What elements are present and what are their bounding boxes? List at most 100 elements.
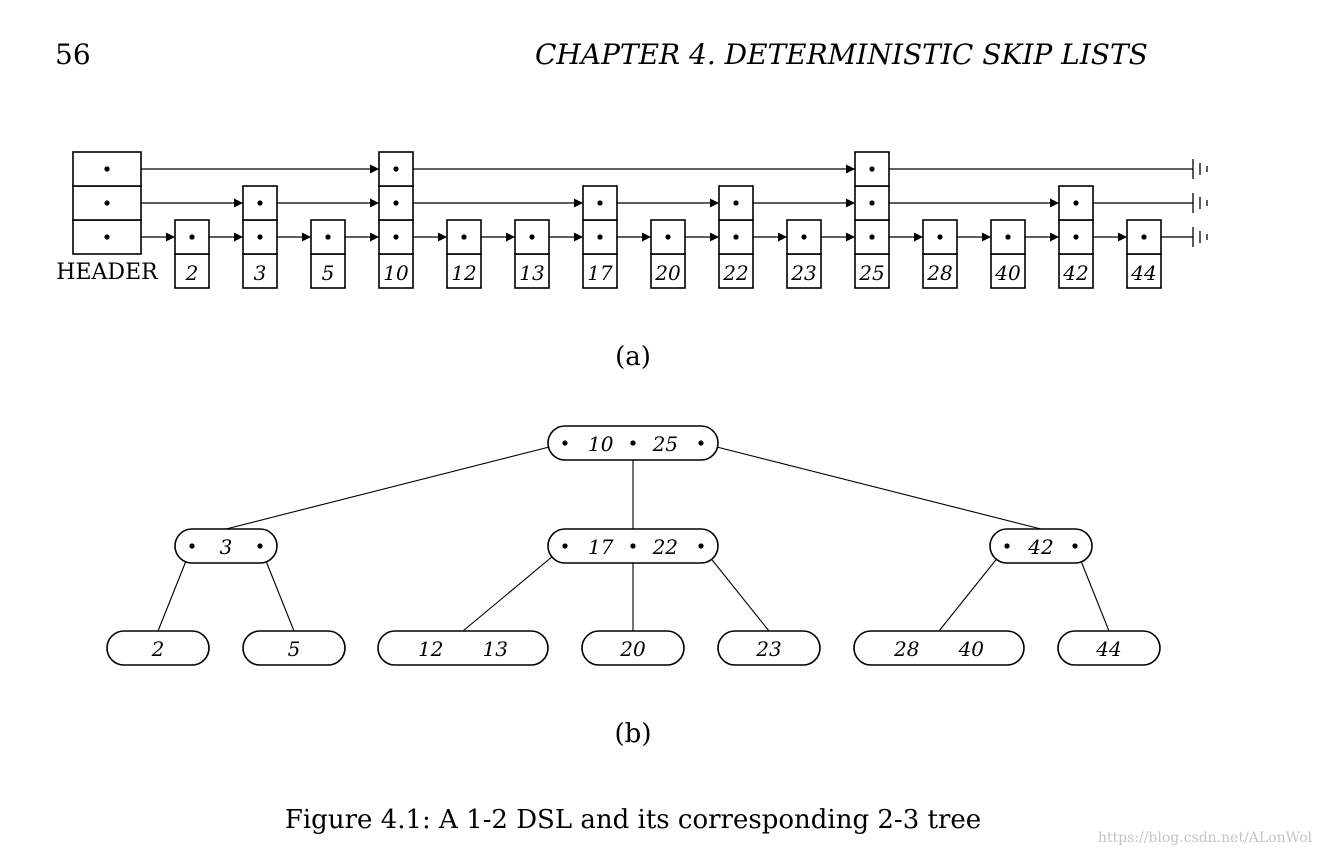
skip-list-node: 13 [514,219,550,289]
pointer-dot [869,166,875,172]
skip-list-node: 10 [378,151,414,289]
node-key: 10 [588,432,614,456]
node-key: 12 [451,261,476,285]
node-key: 10 [383,261,409,285]
running-head: CHAPTER 4. DETERMINISTIC SKIP LISTS [535,38,1148,71]
node-key: 42 [1062,261,1088,285]
node-key-cell [310,253,346,289]
pointer-dot [189,234,195,240]
header-label: HEADER [56,260,159,285]
tree-edge [700,442,1042,530]
node-key-cell [582,253,618,289]
pointer-dot [1004,543,1010,549]
node-key: 23 [790,261,816,285]
node-key: 2 [185,261,199,285]
pointer-dot [801,234,807,240]
skip-list-node: 23 [786,219,822,289]
tree-leaf-node: 44 [1057,630,1161,666]
watermark: https://blog.csdn.net/ALonWol [1098,830,1313,846]
node-key: 12 [418,637,443,661]
pointer-dot [104,234,110,240]
node-key: 25 [652,432,678,456]
node-key: 28 [926,261,952,285]
node-key: 13 [483,637,508,661]
pointer-dot [1141,234,1147,240]
pointer-dot [869,234,875,240]
skip-list-node: 5 [310,219,346,289]
node-key: 44 [1095,637,1121,661]
skip-list-node: 2 [174,219,210,289]
tree-leaf-node: 2 [106,630,210,666]
node-key-cell [174,253,210,289]
page-number: 56 [55,38,91,71]
tree-leaf-node: 23 [717,630,821,666]
nil-ground-icon [1192,159,1208,179]
node-outline [1057,630,1161,666]
node-key: 22 [652,535,678,559]
node-outline [581,630,685,666]
node-key: 40 [958,637,985,661]
skip-list-header: HEADER [56,151,159,285]
pointer-dot [733,234,739,240]
node-key-cell [650,253,686,289]
tree-edge [462,545,566,632]
node-key: 2 [151,637,165,661]
pointer-dot [1005,234,1011,240]
node-key: 13 [519,261,544,285]
tree-leaf-node: 12 13 [377,630,549,666]
skip-list-node: 28 [922,219,958,289]
node-key: 3 [254,261,267,285]
node-key-cell [242,253,278,289]
tree-leaf-node: 20 [581,630,685,666]
tree-edge [700,545,770,632]
skip-list-node: 3 [242,185,278,289]
node-key: 22 [722,261,748,285]
node-outline [106,630,210,666]
tree-edge [938,545,1008,632]
skip-list-node: 25 [854,151,890,289]
pointer-dot [1073,200,1079,206]
skip-list-node: 40 [990,219,1026,289]
tree-edge [225,442,566,530]
node-pointer-cell [378,219,414,255]
skip-list-node: 12 [446,219,482,289]
pointer-dot [393,166,399,172]
node-key-cell [1058,253,1094,289]
node-key: 20 [619,637,646,661]
node-key-cell [718,253,754,289]
nil-ground-icon [1192,193,1208,213]
skip-list-node: 17 [582,185,618,289]
figure-caption: Figure 4.1: A 1-2 DSL and its correspond… [285,805,981,835]
skip-list-node: 44 [1126,219,1162,289]
pointer-dot [1073,234,1079,240]
pointer-dot [562,440,568,446]
pointer-dot [698,543,704,549]
pointer-dot [104,200,110,206]
nil-ground-icon [1192,227,1208,247]
pointer-dot [937,234,943,240]
tree-root-node: 10 25 [547,425,719,461]
node-key: 23 [755,637,781,661]
subfigure-label-b: (b) [615,719,652,749]
node-outline [989,528,1093,564]
node-outline [377,630,549,666]
pointer-dot [189,543,195,549]
node-key-cell [990,253,1026,289]
node-key: 25 [858,261,884,285]
node-key: 17 [588,535,614,559]
subfigure-label-a: (a) [615,342,651,372]
skip-list-node: 20 [650,219,686,289]
pointer-dot [461,234,467,240]
node-key: 44 [1130,261,1156,285]
pointer-dot [393,234,399,240]
pointer-dot [869,200,875,206]
node-outline [717,630,821,666]
pointer-dot [257,234,263,240]
pointer-dot [1072,543,1078,549]
pointer-dot [665,234,671,240]
pointer-dot [257,543,263,549]
pointer-dot [597,200,603,206]
